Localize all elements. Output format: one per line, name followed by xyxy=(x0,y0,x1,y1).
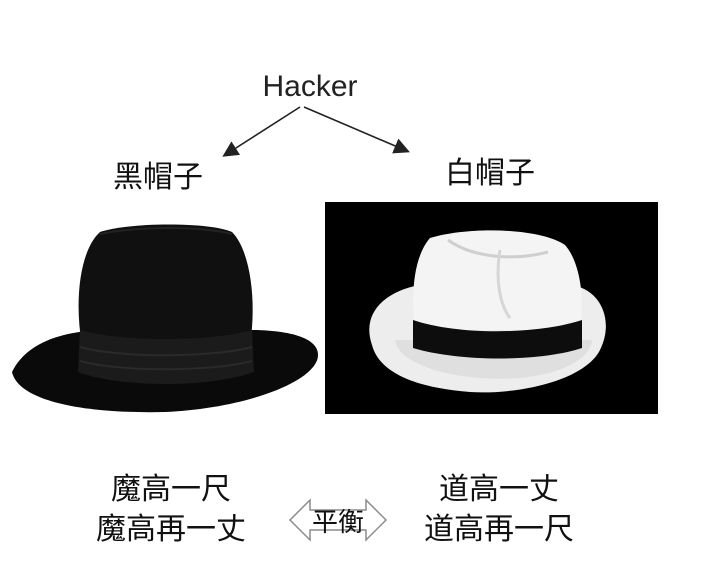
black-hat-phrases: 魔高一尺 魔高再一丈 xyxy=(86,470,256,550)
arrow-right-icon xyxy=(303,106,410,154)
balance-label: 平衡 xyxy=(311,507,364,538)
black-phrase-1: 魔高一尺 xyxy=(111,472,231,507)
white-hat-label: 白帽子 xyxy=(445,156,535,191)
black-hat-label: 黑帽子 xyxy=(113,160,203,195)
white-hat-phrases: 道高一丈 道高再一尺 xyxy=(414,470,584,550)
white-hat-image xyxy=(325,202,658,414)
arrow-left-icon xyxy=(222,106,301,157)
white-phrase-1: 道高一丈 xyxy=(439,472,559,507)
black-phrase-2: 魔高再一丈 xyxy=(96,512,246,547)
white-phrase-2: 道高再一尺 xyxy=(424,512,574,547)
double-arrow-icon xyxy=(288,498,388,542)
root-label-hacker: Hacker xyxy=(262,70,358,103)
black-hat-image xyxy=(12,224,318,413)
